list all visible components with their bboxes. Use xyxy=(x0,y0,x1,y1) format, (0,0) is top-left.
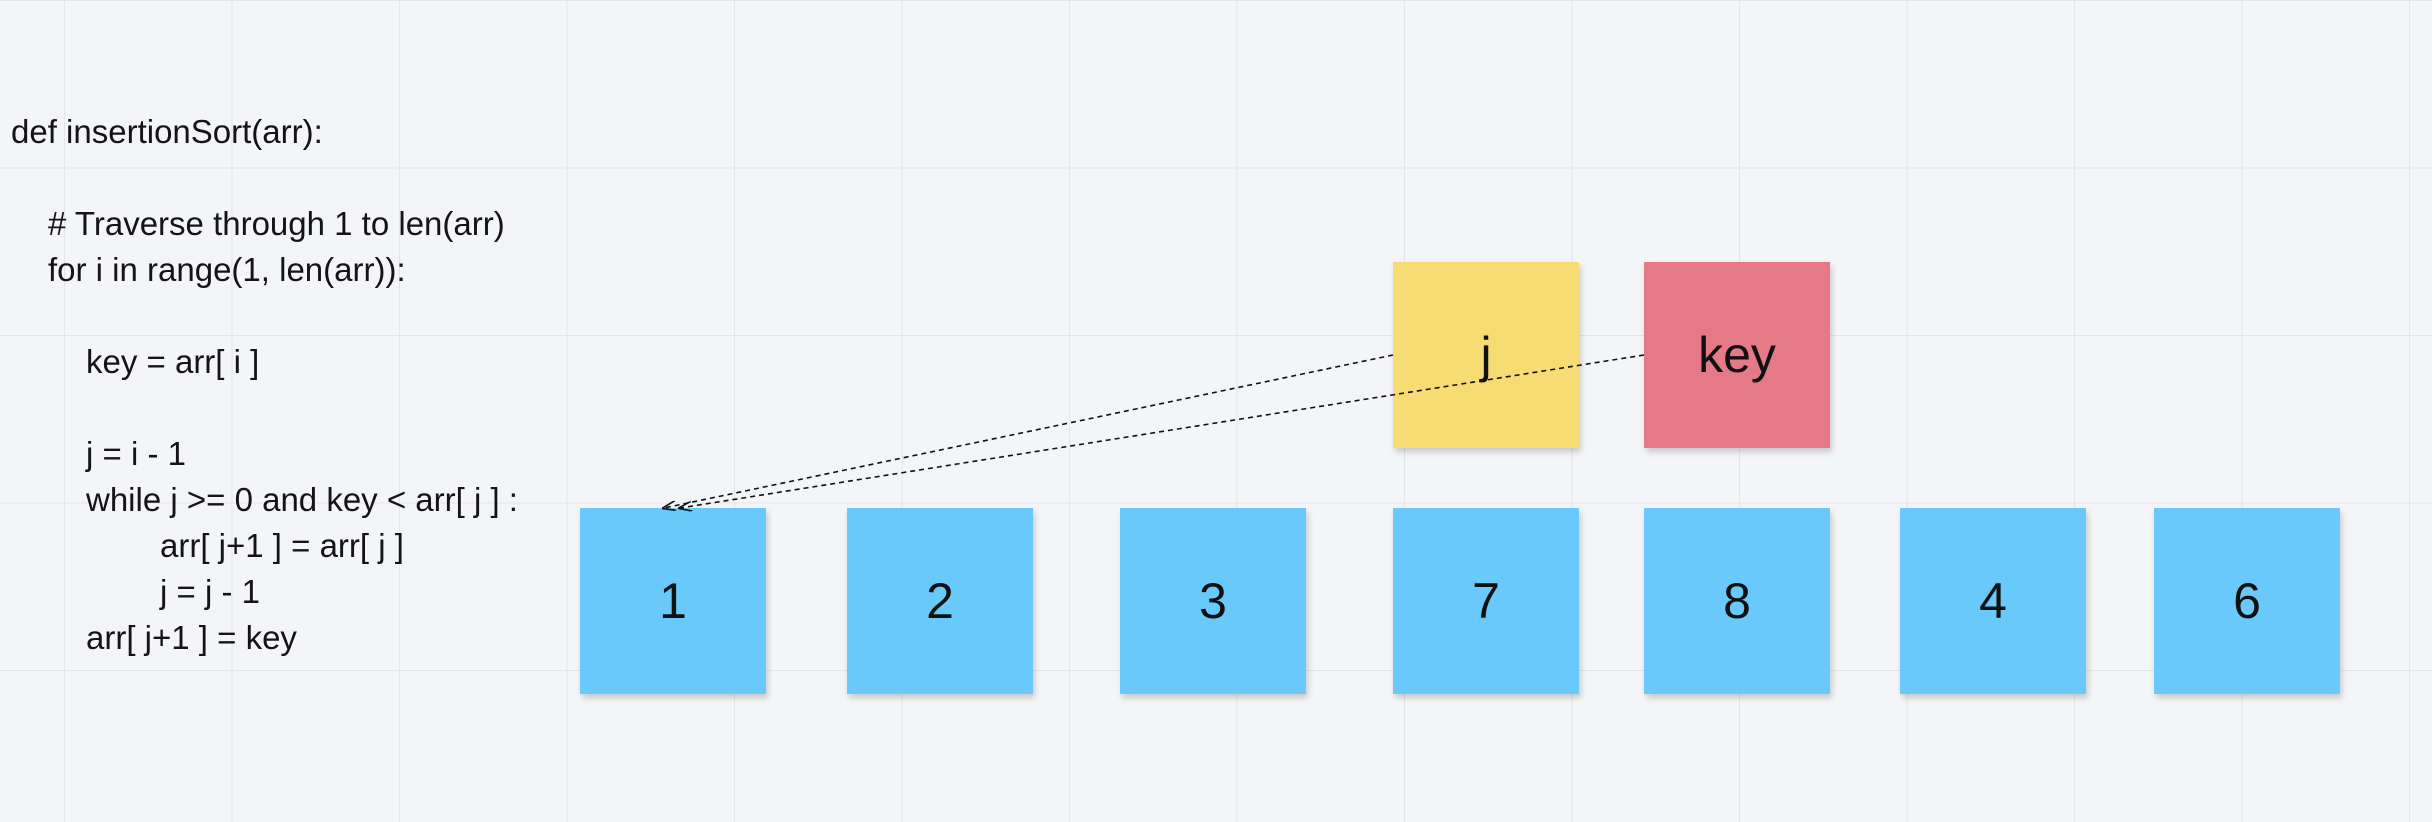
code-line-def: def insertionSort(arr): xyxy=(11,113,323,150)
code-line-key-assign: key = arr[ i ] xyxy=(86,343,260,380)
code-line-shift: arr[ j+1 ] = arr[ j ] xyxy=(160,527,404,564)
array-cell-0[interactable]: 1 xyxy=(580,508,766,694)
array-cell-3[interactable]: 7 xyxy=(1393,508,1579,694)
code-line-decrement: j = j - 1 xyxy=(160,573,260,610)
code-line-comment: # Traverse through 1 to len(arr) xyxy=(48,205,505,242)
code-line-insert: arr[ j+1 ] = key xyxy=(86,619,297,656)
array-cell-2[interactable]: 3 xyxy=(1120,508,1306,694)
connector-j-to-cell-0 xyxy=(664,354,1394,508)
code-line-j-assign: j = i - 1 xyxy=(86,435,186,472)
code-line-while: while j >= 0 and key < arr[ j ] : xyxy=(86,481,518,518)
array-cell-6[interactable]: 6 xyxy=(2154,508,2340,694)
array-cell-1[interactable]: 2 xyxy=(847,508,1033,694)
array-cell-5[interactable]: 4 xyxy=(1900,508,2086,694)
array-cell-4[interactable]: 8 xyxy=(1644,508,1830,694)
code-line-for: for i in range(1, len(arr)): xyxy=(48,251,406,288)
sticky-key[interactable]: key xyxy=(1644,262,1830,448)
sticky-j[interactable]: j xyxy=(1393,262,1579,448)
